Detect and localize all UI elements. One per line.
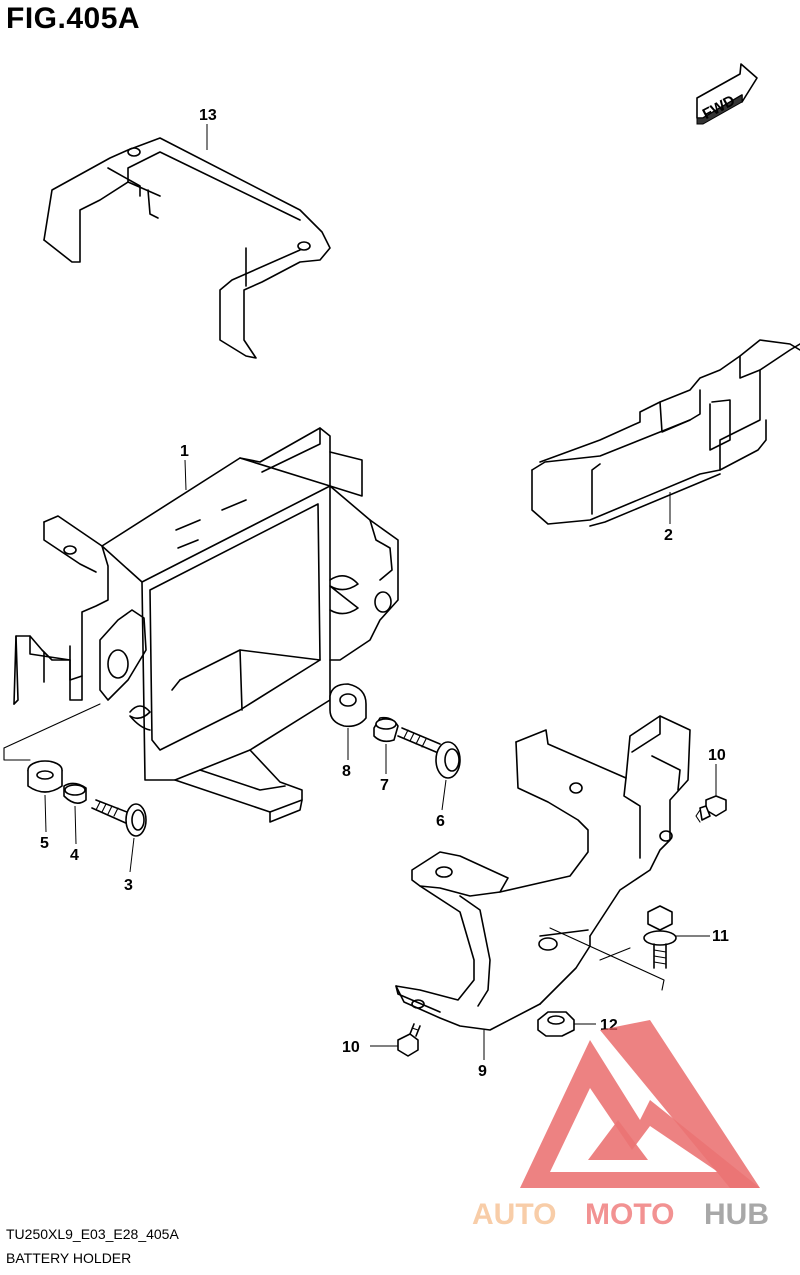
part-13-cover-bracket	[43, 137, 331, 359]
part-7-collar	[373, 716, 399, 743]
callout-8: 8	[342, 763, 351, 780]
figure-title: FIG.405A	[6, 2, 141, 35]
callouts: 13 1 2 5 4 3 8 7 6 10 11 12 10 9	[40, 107, 729, 1080]
callout-11: 11	[712, 928, 729, 945]
watermark-moto: MOTO	[585, 1198, 674, 1231]
callout-10-upper: 10	[708, 747, 726, 764]
part-6-bolt	[397, 727, 461, 779]
figure-code: TU250XL9_E03_E28_405A	[6, 1226, 179, 1242]
part-10-bolt-upper	[695, 795, 727, 823]
callout-1: 1	[180, 443, 189, 460]
fwd-arrow-icon: FWD	[696, 63, 758, 125]
part-12-nut	[537, 1011, 575, 1037]
callout-5: 5	[40, 835, 49, 852]
part-2-wire-clip	[531, 339, 800, 527]
watermark-logo-icon	[520, 1020, 760, 1188]
part-4-collar	[63, 782, 87, 804]
callout-2: 2	[664, 527, 673, 544]
part-9-lower-bracket	[395, 715, 691, 1031]
part-10-bolt-lower	[397, 1023, 421, 1057]
watermark-hub: HUB	[704, 1198, 769, 1231]
part-8-grommet	[329, 683, 367, 728]
callout-9: 9	[478, 1063, 487, 1080]
automotohub-watermark: AUTO MOTO HUB	[472, 1020, 769, 1231]
part-1-battery-holder	[3, 427, 399, 823]
leader-lines	[44, 124, 717, 1060]
part-3-bolt	[91, 799, 147, 837]
callout-4: 4	[70, 847, 79, 864]
callout-6: 6	[436, 813, 445, 830]
figure-caption: BATTERY HOLDER	[6, 1250, 132, 1266]
callout-10-lower: 10	[342, 1039, 360, 1056]
watermark-auto: AUTO	[472, 1198, 556, 1231]
callout-3: 3	[124, 877, 133, 894]
part-5-grommet	[27, 760, 63, 793]
callout-7: 7	[380, 777, 389, 794]
callout-13: 13	[199, 107, 217, 124]
part-11-bolt-washer	[643, 905, 677, 969]
